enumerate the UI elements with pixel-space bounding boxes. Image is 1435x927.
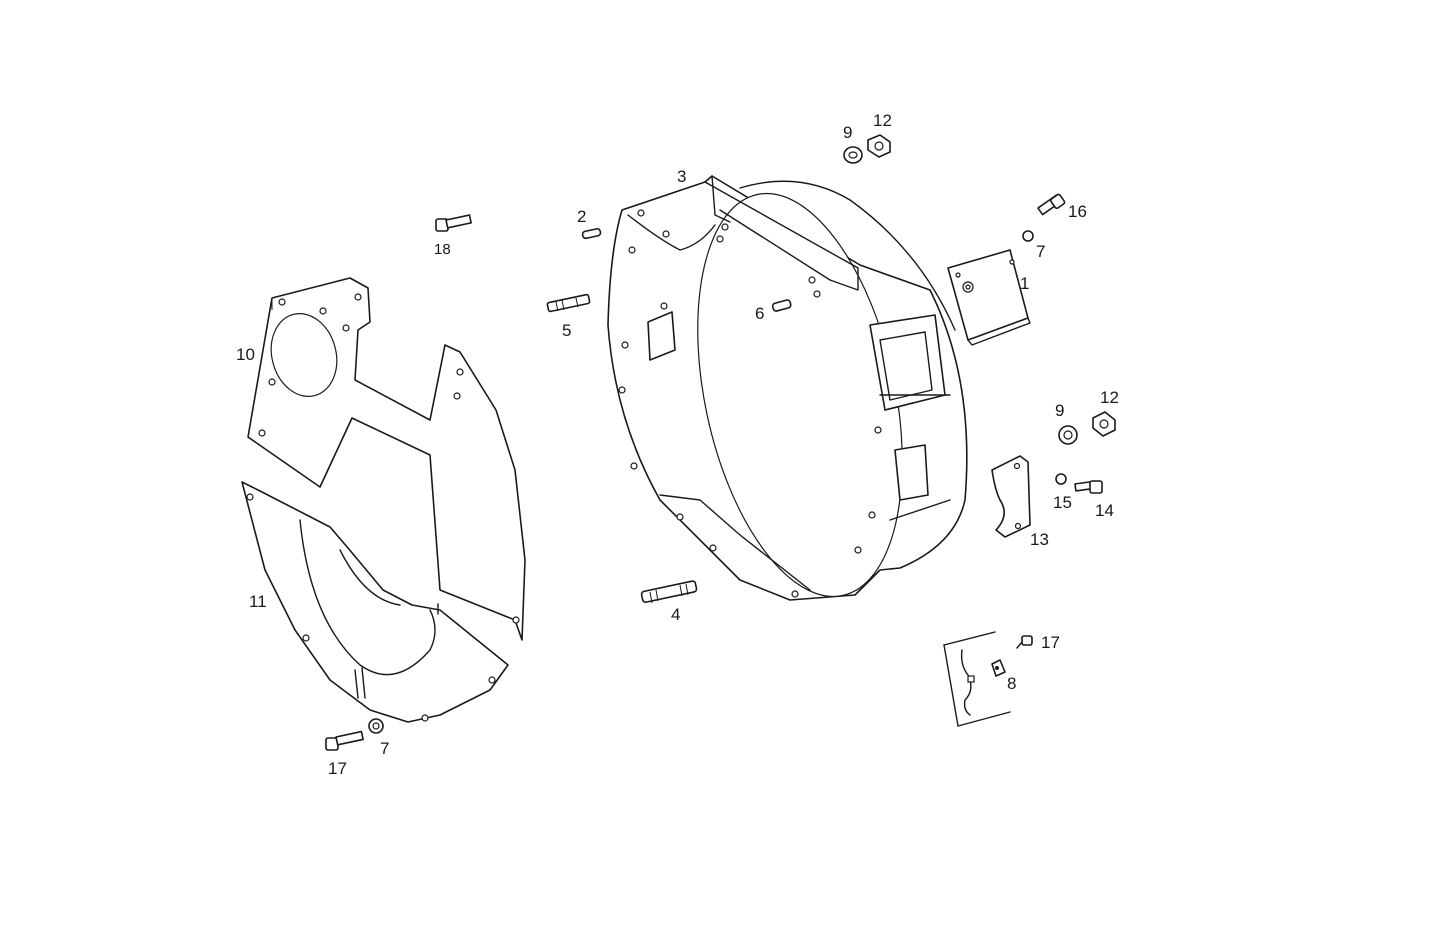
label-part-10: 10 — [236, 345, 255, 364]
label-part-9-top: 9 — [843, 123, 853, 142]
detail-inset — [943, 631, 1011, 727]
part-9-washer-right — [1058, 425, 1078, 445]
part-3-flywheel-housing — [607, 175, 968, 601]
label-part-17-lower: 17 — [328, 759, 347, 778]
label-part-7-lower: 7 — [380, 739, 390, 758]
label-part-15: 15 — [1053, 493, 1072, 512]
label-part-16: 16 — [1068, 202, 1087, 221]
label-part-17-detail: 17 — [1041, 633, 1060, 652]
label-part-5: 5 — [562, 321, 572, 340]
part-16-bolt — [1037, 193, 1066, 216]
part-7-washer-lower — [368, 718, 384, 734]
part-10-cover-plate — [247, 277, 526, 641]
label-part-14: 14 — [1095, 501, 1114, 520]
part-12-nut-right — [1092, 411, 1116, 437]
label-part-6: 6 — [755, 304, 765, 323]
part-11-lower-cover — [241, 481, 509, 723]
part-13-bracket — [991, 455, 1031, 538]
label-part-18: 18 — [434, 241, 451, 258]
label-part-11: 11 — [249, 592, 267, 611]
label-part-1: 1 — [1020, 274, 1030, 293]
label-part-8: 8 — [1007, 674, 1017, 693]
part-7-washer-right — [1022, 230, 1034, 242]
label-part-3: 3 — [677, 167, 687, 186]
part-17-bolt-lower — [325, 730, 364, 751]
part-6-pin — [771, 299, 792, 312]
part-18-bolt — [435, 214, 472, 232]
label-part-2: 2 — [577, 207, 587, 226]
part-5-stud — [546, 293, 591, 313]
part-2-dowel-pin — [581, 228, 602, 240]
part-15-washer — [1055, 473, 1067, 485]
label-part-9-right: 9 — [1055, 401, 1065, 420]
label-part-13: 13 — [1030, 530, 1049, 549]
part-12-nut-top — [867, 134, 891, 158]
label-part-12-top: 12 — [873, 111, 892, 130]
part-9-washer-top — [843, 146, 863, 164]
part-1-cover — [947, 249, 1031, 346]
label-part-4: 4 — [671, 605, 681, 624]
label-part-7-right: 7 — [1036, 242, 1046, 261]
part-4-stud — [640, 580, 698, 604]
part-17-screw-detail — [1016, 635, 1033, 649]
part-14-bolt — [1074, 480, 1103, 494]
label-part-12-right: 12 — [1100, 388, 1119, 407]
